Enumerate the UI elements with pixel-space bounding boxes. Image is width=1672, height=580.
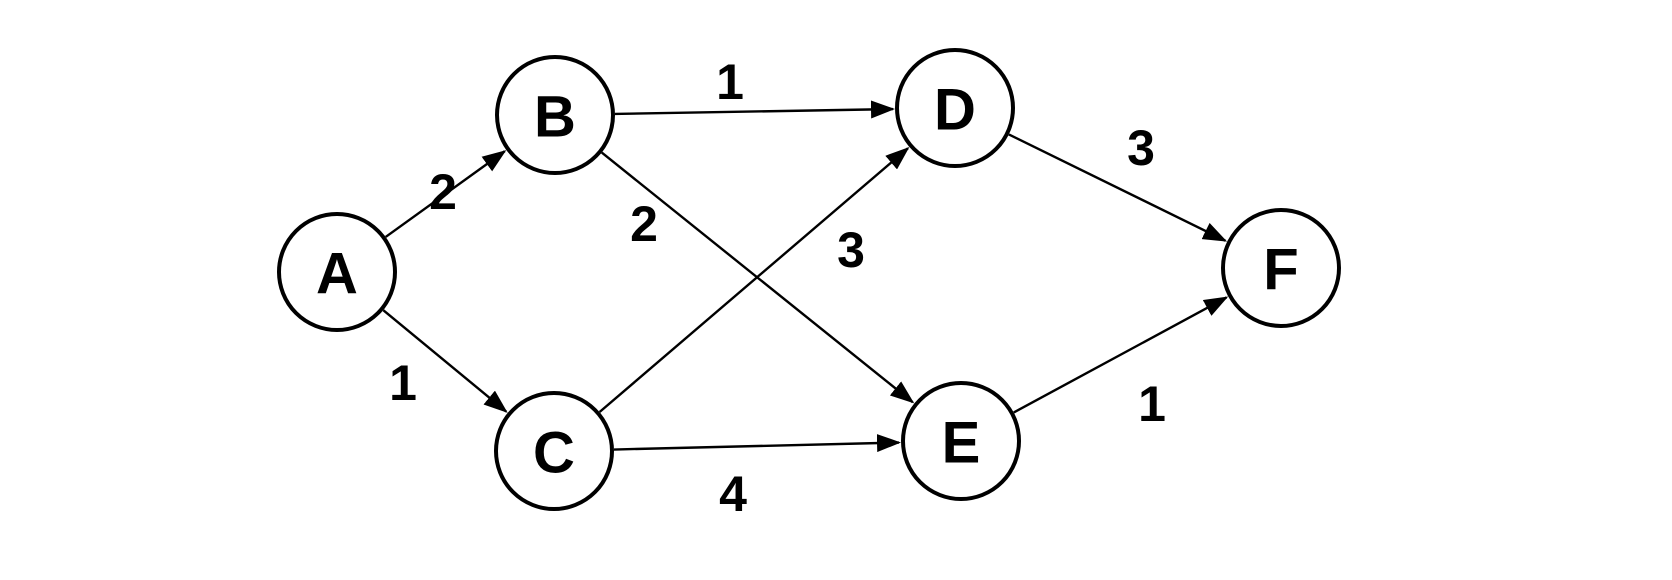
edge-weight-B-E: 2 xyxy=(630,196,658,252)
node-D xyxy=(895,48,1015,168)
edge-A-C xyxy=(382,309,508,413)
node-label-A: A xyxy=(316,242,358,307)
node-B xyxy=(495,55,615,175)
edge-C-E xyxy=(613,434,902,453)
node-F xyxy=(1221,208,1341,328)
node-label-B: B xyxy=(534,85,576,150)
edge-C-D xyxy=(598,147,910,413)
edge-weight-D-F: 3 xyxy=(1127,120,1155,176)
node-A xyxy=(277,212,397,332)
node-E xyxy=(901,381,1021,501)
node-label-D: D xyxy=(934,78,976,143)
edge-weight-C-D: 3 xyxy=(837,222,865,278)
edge-weight-B-D: 1 xyxy=(716,54,744,110)
node-label-F: F xyxy=(1263,238,1298,303)
edge-D-F xyxy=(1008,133,1228,242)
edge-weight-C-E: 4 xyxy=(719,466,747,522)
node-label-C: C xyxy=(533,421,575,486)
edge-E-F xyxy=(1013,296,1229,414)
edge-weight-A-C: 1 xyxy=(389,355,417,411)
edge-B-D xyxy=(614,100,896,119)
edge-weight-E-F: 1 xyxy=(1138,376,1166,432)
node-C xyxy=(494,391,614,511)
edge-weight-A-B: 2 xyxy=(429,164,457,220)
node-label-E: E xyxy=(942,411,981,476)
edge-A-B xyxy=(384,150,507,238)
